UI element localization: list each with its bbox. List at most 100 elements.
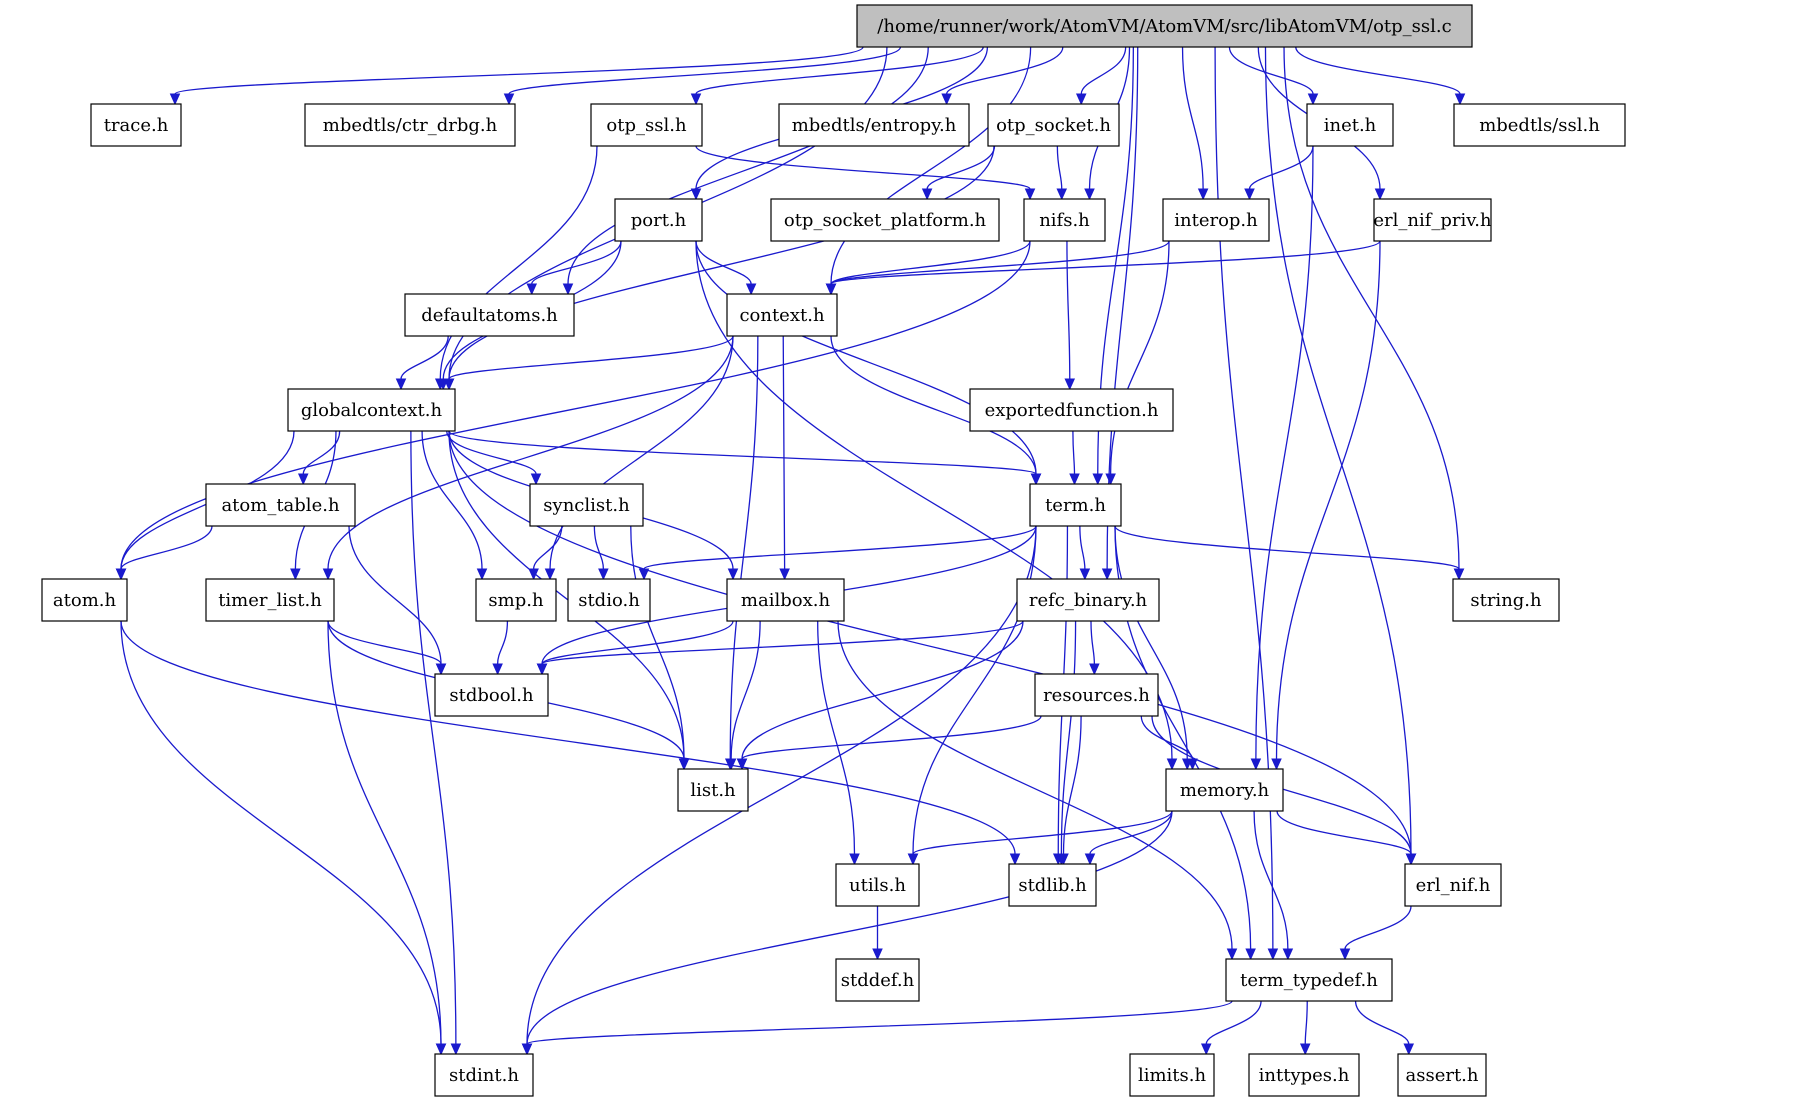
edge-line: [120, 240, 1031, 570]
header-node-term-typedef[interactable]: term_typedef.h: [1225, 958, 1393, 1002]
edge-line: [327, 620, 442, 1045]
edge-root-to-mbedtls_ssl: [1295, 46, 1466, 106]
edge-resources-to-stdlib: [1058, 715, 1082, 866]
header-node-stddef[interactable]: stddef.h: [835, 958, 920, 1002]
edge-mailbox-to-term_typedef: [837, 620, 1238, 961]
edge-line: [448, 430, 1037, 475]
arrowhead-icon: [921, 188, 933, 201]
header-node-trace[interactable]: trace.h: [90, 103, 182, 147]
edge-globalcontext-to-stdint: [410, 430, 462, 1056]
node-box: [1162, 198, 1270, 242]
edge-term_typedef-to-limits: [1200, 1000, 1262, 1056]
node-box: [205, 578, 335, 622]
header-node-globalcontext[interactable]: globalcontext.h: [287, 388, 456, 432]
edge-line: [448, 430, 685, 760]
arrowhead-icon: [725, 758, 737, 771]
node-box: [287, 388, 456, 432]
arrowhead-icon: [562, 283, 574, 296]
arrowhead-icon: [1084, 188, 1095, 201]
header-node-port[interactable]: port.h: [614, 198, 703, 242]
header-node-term[interactable]: term.h: [1029, 483, 1122, 527]
header-node-stdint[interactable]: stdint.h: [434, 1053, 534, 1097]
edge-line: [830, 335, 1037, 475]
arrowhead-icon: [435, 1043, 447, 1056]
header-node-stdbool[interactable]: stdbool.h: [434, 673, 549, 717]
header-node-list[interactable]: list.h: [677, 768, 749, 812]
header-node-synclist[interactable]: synclist.h: [529, 483, 644, 527]
header-node-stdlib[interactable]: stdlib.h: [1008, 863, 1097, 907]
header-node-context[interactable]: context.h: [726, 293, 838, 337]
node-box: [41, 578, 128, 622]
edge-line: [496, 620, 509, 665]
header-node-limits[interactable]: limits.h: [1129, 1053, 1215, 1097]
edge-line: [945, 46, 1064, 95]
edge-term_typedef-to-stdint: [521, 1000, 1233, 1056]
arrowhead-icon: [678, 758, 690, 771]
header-node-atom-table[interactable]: atom_table.h: [205, 483, 356, 527]
edge-line: [1080, 46, 1127, 95]
arrowhead-icon: [727, 568, 739, 581]
edge-port-to-context: [695, 240, 757, 296]
arrowhead-icon: [528, 568, 539, 581]
node-label: limits.h: [1138, 1065, 1207, 1086]
header-node-ctr-drbg[interactable]: mbedtls/ctr_drbg.h: [304, 103, 516, 147]
header-node-defaultatoms[interactable]: defaultatoms.h: [404, 293, 575, 337]
header-node-otp-socket[interactable]: otp_socket.h: [987, 103, 1120, 147]
node-box: [1008, 863, 1097, 907]
node-label: inttypes.h: [1259, 1065, 1350, 1086]
arrowhead-icon: [1101, 568, 1113, 581]
edge-root-to-inet: [1228, 46, 1319, 106]
header-node-atom[interactable]: atom.h: [41, 578, 128, 622]
header-node-memory[interactable]: memory.h: [1165, 768, 1284, 812]
header-node-timer-list[interactable]: timer_list.h: [205, 578, 335, 622]
arrowhead-icon: [322, 568, 334, 581]
node-label: synclist.h: [543, 495, 630, 516]
header-node-resources[interactable]: resources.h: [1034, 673, 1159, 717]
root-file-node[interactable]: /home/runner/work/AtomVM/AtomVM/src/libA…: [856, 4, 1473, 48]
header-node-inet[interactable]: inet.h: [1306, 103, 1394, 147]
header-node-otp-socket-platform[interactable]: otp_socket_platform.h: [770, 198, 1000, 242]
node-box: [1453, 103, 1626, 147]
node-label: resources.h: [1043, 685, 1150, 706]
header-node-erl-nif[interactable]: erl_nif.h: [1404, 863, 1502, 907]
header-node-smp[interactable]: smp.h: [475, 578, 557, 622]
edge-memory-to-stdlib: [1084, 810, 1173, 866]
header-node-otp-ssl-h[interactable]: otp_ssl.h: [590, 103, 703, 147]
header-node-assert[interactable]: assert.h: [1397, 1053, 1487, 1097]
arrowhead-icon: [1299, 1043, 1311, 1056]
edge-line: [526, 525, 1037, 1045]
header-node-erl-nif-priv[interactable]: erl_nif_priv.h: [1373, 198, 1492, 242]
header-node-mailbox[interactable]: mailbox.h: [726, 578, 845, 622]
node-label: port.h: [631, 210, 687, 231]
header-node-entropy[interactable]: mbedtls/entropy.h: [778, 103, 970, 147]
edge-nifs-to-atom: [115, 240, 1031, 581]
header-node-inttypes[interactable]: inttypes.h: [1248, 1053, 1360, 1097]
arrowhead-icon: [297, 473, 309, 486]
header-node-stdio[interactable]: stdio.h: [567, 578, 651, 622]
header-node-utils[interactable]: utils.h: [835, 863, 920, 907]
header-node-mbedtls-ssl[interactable]: mbedtls/ssl.h: [1453, 103, 1626, 147]
arrowhead-icon: [638, 568, 650, 581]
header-node-refc-binary[interactable]: refc_binary.h: [1016, 578, 1160, 622]
edge-erl_nif-to-term_typedef: [1339, 905, 1412, 961]
header-node-string[interactable]: string.h: [1452, 578, 1560, 622]
edge-port-to-defaultatoms: [526, 240, 622, 296]
arrowhead-icon: [941, 93, 952, 106]
node-label: string.h: [1470, 590, 1542, 611]
edge-line: [1066, 240, 1071, 380]
edge-root-to-defaultatoms: [562, 46, 929, 296]
edge-erl_nif_priv-to-memory: [1271, 240, 1381, 771]
header-node-nifs[interactable]: nifs.h: [1023, 198, 1106, 242]
node-box: [987, 103, 1120, 147]
node-label: term.h: [1045, 495, 1106, 516]
edge-root-to-otp_ssl_h: [690, 46, 984, 106]
node-box: [1034, 673, 1159, 717]
header-node-interop[interactable]: interop.h: [1162, 198, 1270, 242]
edge-line: [1304, 1000, 1308, 1045]
edge-line: [1114, 525, 1460, 570]
header-node-exportedfunction[interactable]: exportedfunction.h: [969, 388, 1174, 432]
arrowhead-icon: [536, 663, 548, 676]
arrowhead-icon: [450, 1043, 462, 1056]
edge-memory-to-term_typedef: [1253, 810, 1294, 961]
node-label: mbedtls/entropy.h: [792, 115, 957, 136]
